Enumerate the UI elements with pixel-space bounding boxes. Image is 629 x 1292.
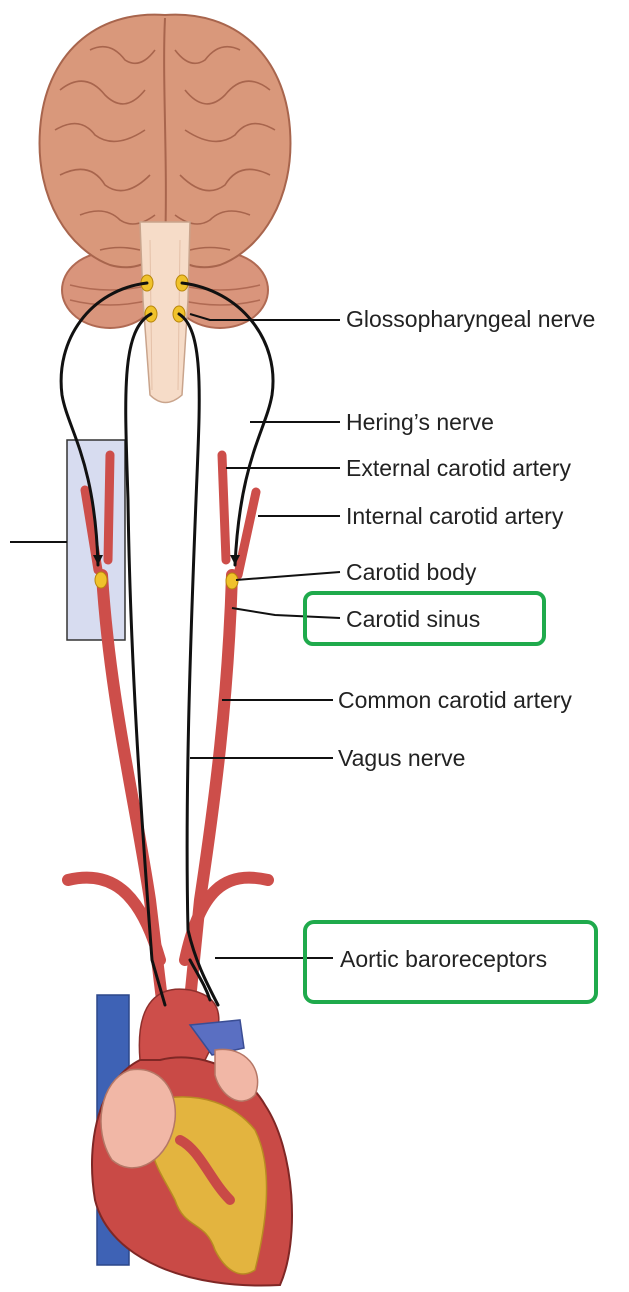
subclavian-arteries — [68, 878, 268, 960]
brain — [40, 15, 291, 403]
carotid-body-right — [226, 573, 238, 589]
leader-lines — [190, 314, 340, 958]
label-glossopharyngeal-nerve: Glossopharyngeal nerve — [346, 306, 595, 332]
label-internal-carotid-artery: Internal carotid artery — [346, 503, 564, 529]
label-external-carotid-artery: External carotid artery — [346, 455, 571, 481]
label-herings-nerve: Hering’s nerve — [346, 409, 494, 435]
label-common-carotid-artery: Common carotid artery — [338, 687, 572, 713]
label-vagus-nerve: Vagus nerve — [338, 745, 465, 771]
label-aortic-baroreceptors: Aortic baroreceptors — [340, 946, 547, 972]
label-carotid-body: Carotid body — [346, 559, 477, 585]
heart — [92, 989, 292, 1285]
label-carotid-sinus: Carotid sinus — [346, 606, 480, 632]
carotid-body-left — [95, 572, 107, 588]
